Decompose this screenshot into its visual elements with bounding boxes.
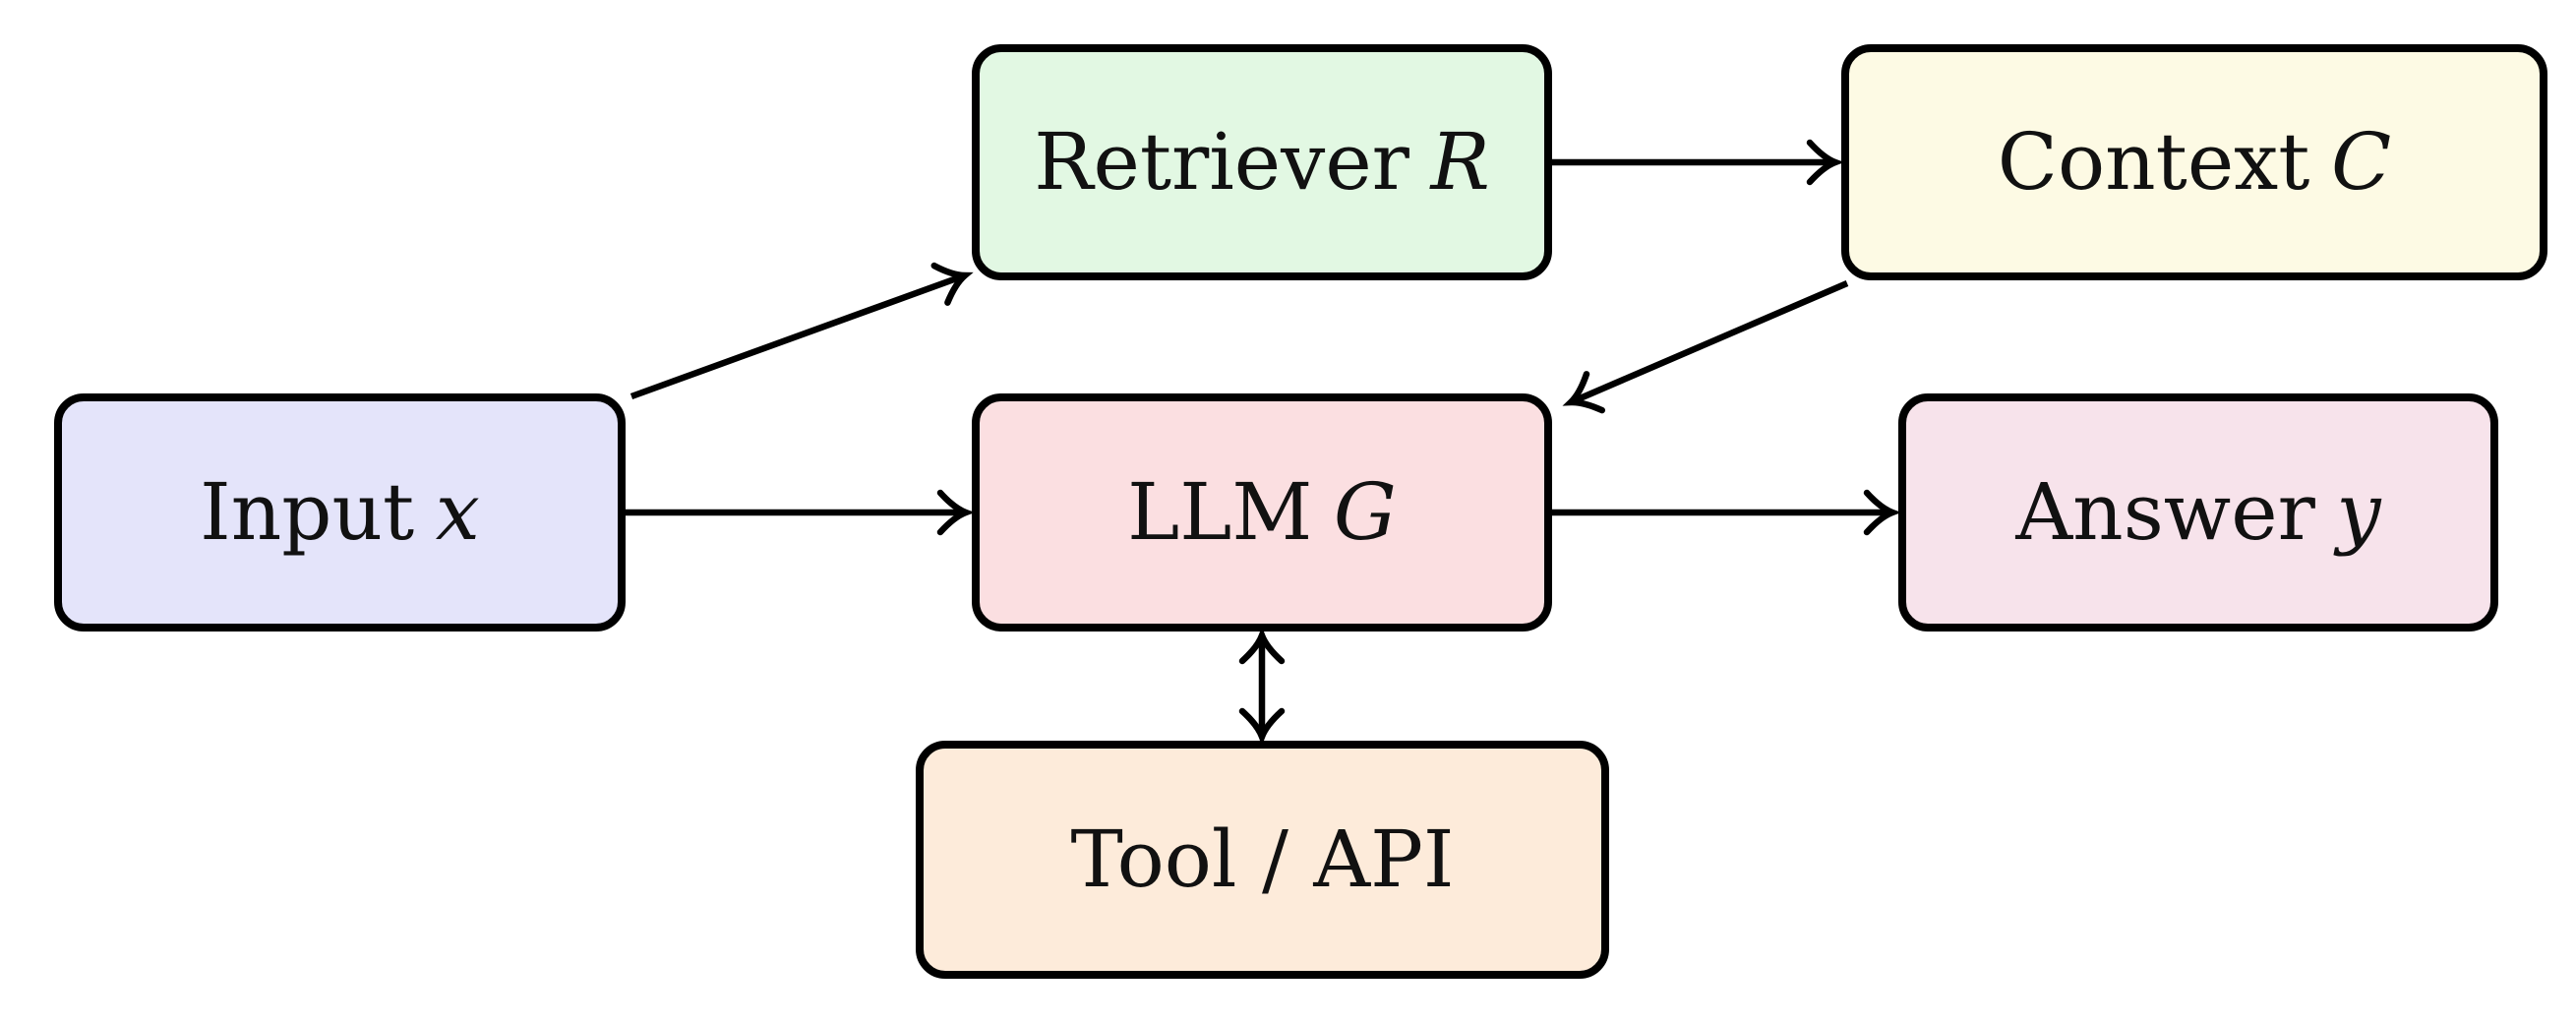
node-answer-variable: y [2336,466,2381,558]
node-input-label: Input [200,466,415,558]
node-context-variable: C [2331,116,2392,208]
node-input-variable: x [435,466,480,558]
node-context-label: Context [1997,116,2310,208]
node-answer: Answer y [1898,393,2498,632]
node-retriever-label: Retriever [1034,116,1409,208]
node-llm-label: LLM [1127,466,1313,558]
node-context: Context C [1841,44,2547,280]
node-llm-variable: G [1333,466,1397,558]
node-retriever: Retriever R [972,44,1552,280]
node-llm: LLM G [972,393,1552,632]
node-tool-api-label: Tool / API [1070,813,1455,905]
node-input: Input x [54,393,626,632]
node-tool-api: Tool / API [916,741,1609,979]
arrow-input-to-retriever [629,262,974,400]
node-answer-label: Answer [2015,466,2315,558]
arrow-context-to-llm [1562,280,1849,414]
node-retriever-variable: R [1430,116,1490,208]
